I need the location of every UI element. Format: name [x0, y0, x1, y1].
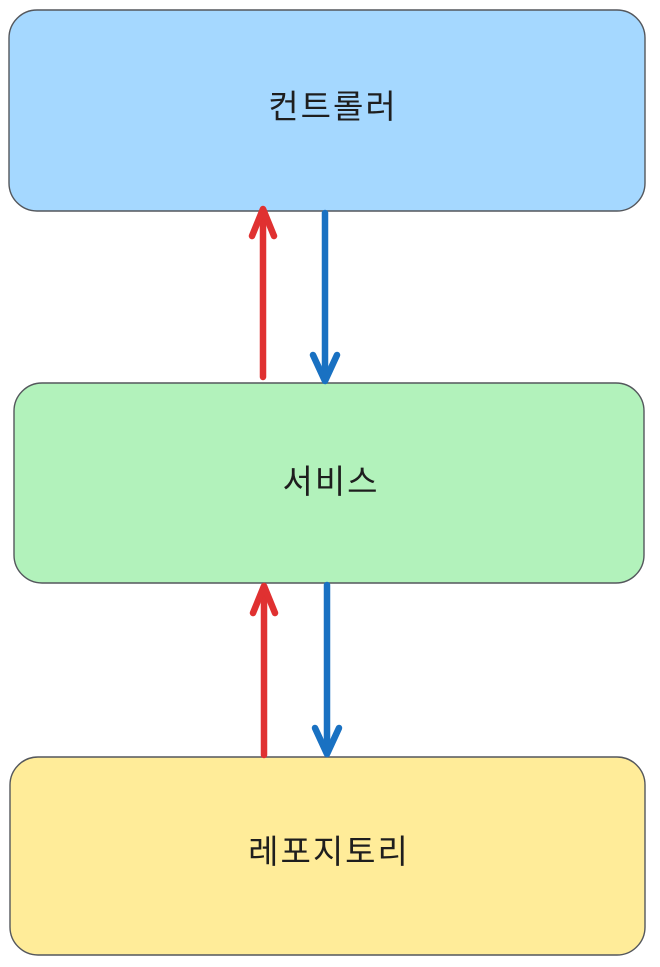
service-node: 서비스 — [13, 382, 645, 584]
arrowhead-down-icon — [309, 351, 341, 385]
repository-label: 레포지토리 — [248, 832, 410, 871]
arrow-repository-to-service-up — [249, 582, 279, 759]
arrowhead-up-icon — [249, 582, 279, 617]
service-label: 서비스 — [282, 462, 379, 501]
repository-node: 레포지토리 — [9, 756, 646, 956]
controller-node: 컨트롤러 — [8, 9, 646, 212]
arrow-service-to-controller-up — [248, 205, 278, 381]
controller-label: 컨트롤러 — [268, 87, 397, 126]
arrow-controller-to-service-down — [309, 209, 341, 385]
arrow-service-to-repository-down — [311, 581, 343, 758]
arrowhead-down-icon — [311, 724, 343, 758]
arrowhead-up-icon — [248, 205, 278, 240]
